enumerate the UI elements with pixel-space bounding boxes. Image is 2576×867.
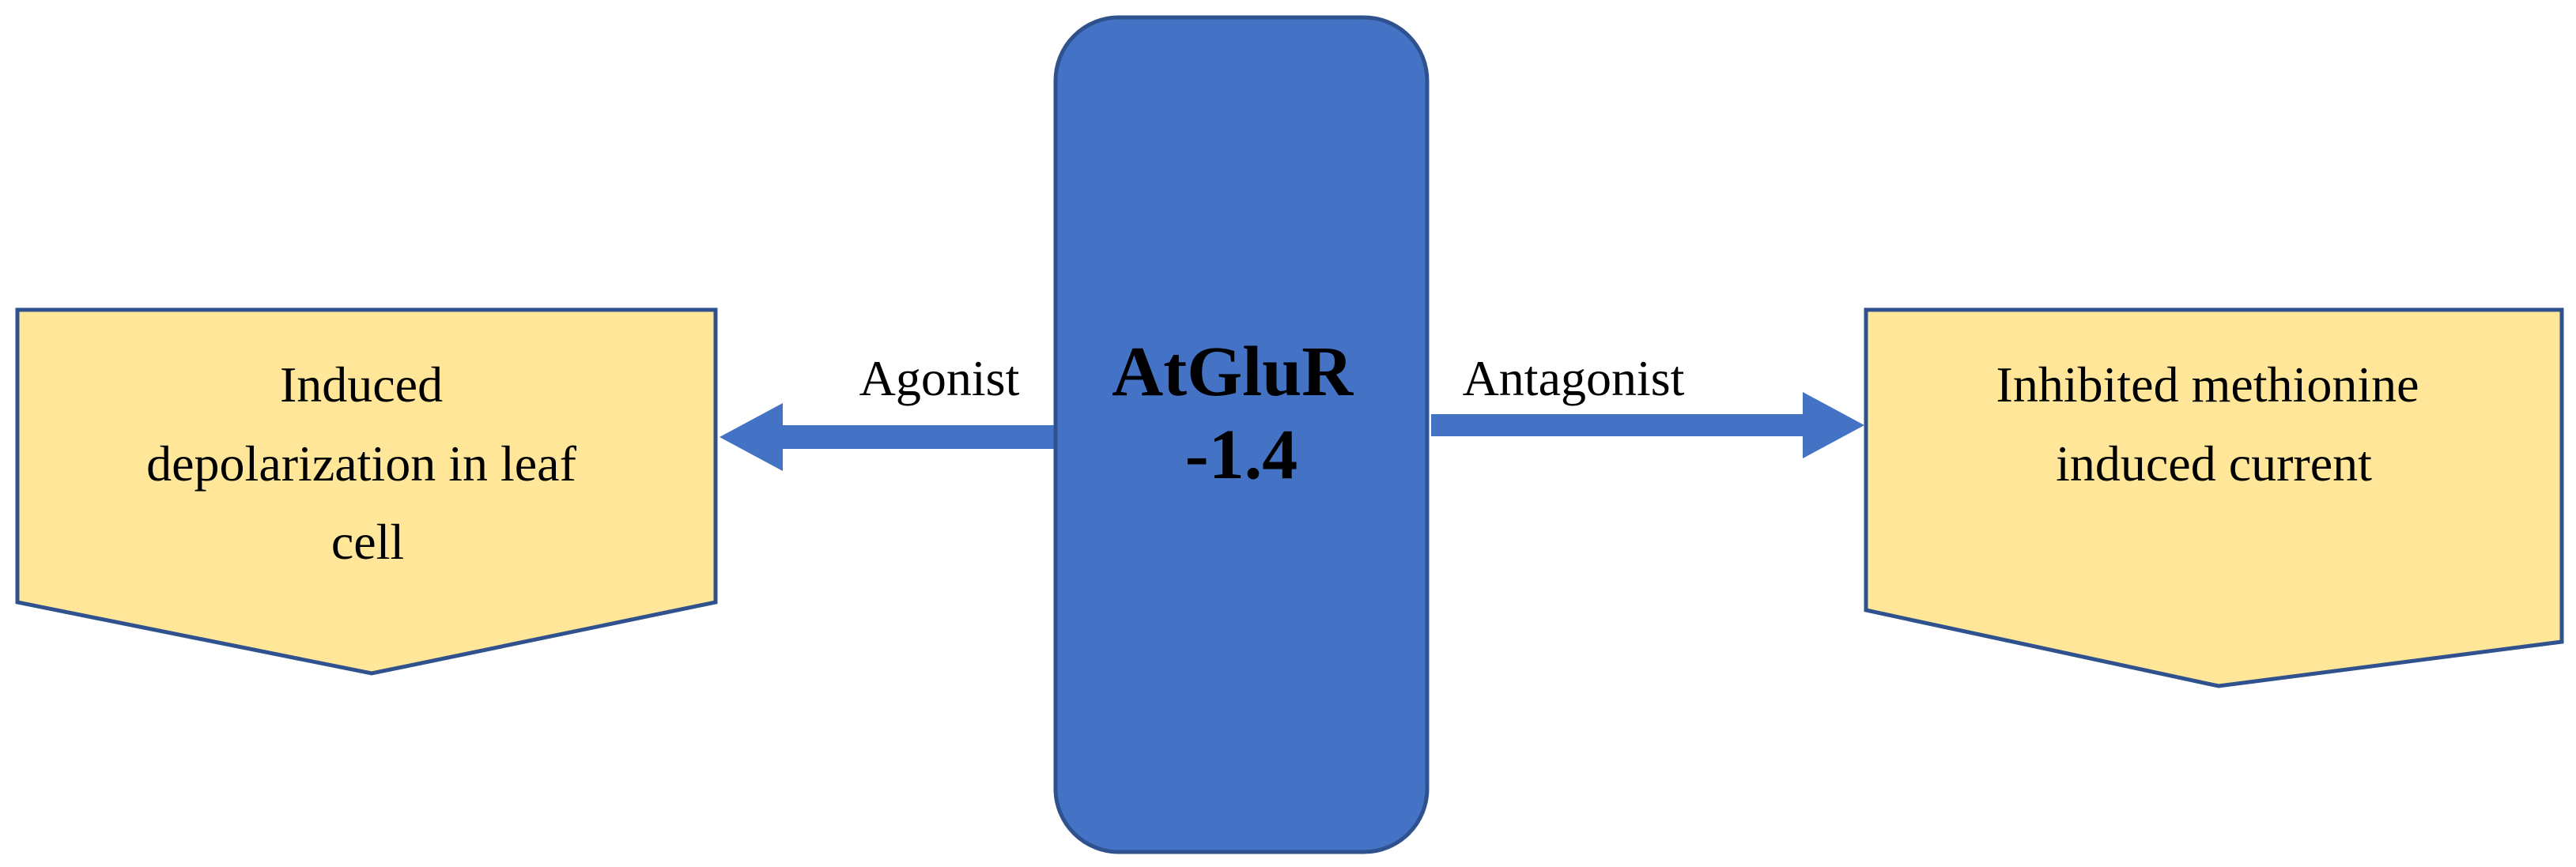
left-result-line-3: cell [331,514,404,570]
right-result-line-2: induced current [2056,435,2372,492]
right-result-text: Inhibited methionine induced current [1996,356,2432,492]
agonist-arrow-shaft [779,425,1056,449]
left-result-box [15,307,718,676]
antagonist-label: Antagonist [1463,350,1685,406]
left-result-line-2: depolarization in leaf [146,435,576,492]
atglur-title-line-2: -1.4 [1185,416,1297,494]
atglur-title-line-1: AtGluR [1112,333,1354,411]
right-result-line-1: Inhibited methionine [1996,356,2419,413]
right-result-box [1864,307,2564,688]
left-result-line-1: Induced [280,356,443,413]
antagonist-arrow [1431,392,1864,458]
agonist-arrow-head [720,403,783,471]
atglur-box [1053,15,1430,854]
atglur-title: AtGluR -1.4 [1112,333,1371,494]
agonist-label: Agonist [859,350,1020,406]
agonist-arrow [720,403,1056,471]
antagonist-arrow-shaft [1431,414,1807,436]
antagonist-arrow-head [1803,392,1864,458]
left-result-text: Induced depolarization in leaf cell [146,356,589,570]
